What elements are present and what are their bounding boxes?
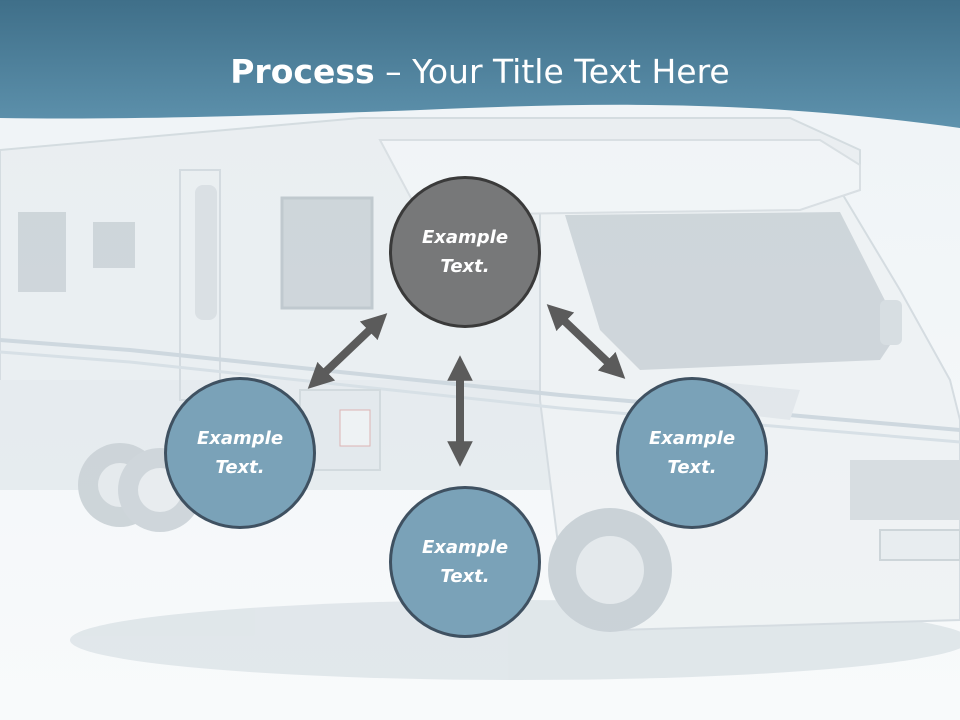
process-node-right-label: Example Text.: [648, 428, 736, 478]
process-node-left-label: Example Text.: [196, 428, 284, 478]
header-band: [0, 0, 960, 128]
title-rest: – Your Title Text Here: [374, 52, 730, 91]
arrow-top-left: [307, 313, 388, 389]
process-node-right: Example Text.: [616, 377, 768, 529]
process-node-bottom-label: Example Text.: [421, 537, 509, 587]
process-node-bottom: Example Text.: [389, 486, 541, 638]
process-node-left: Example Text.: [164, 377, 316, 529]
process-node-top-label: Example Text.: [421, 227, 509, 277]
title-bold: Process: [230, 52, 375, 91]
page-title: Process – Your Title Text Here: [0, 52, 960, 91]
arrow-top-right: [546, 304, 626, 379]
process-node-top: Example Text.: [389, 176, 541, 328]
